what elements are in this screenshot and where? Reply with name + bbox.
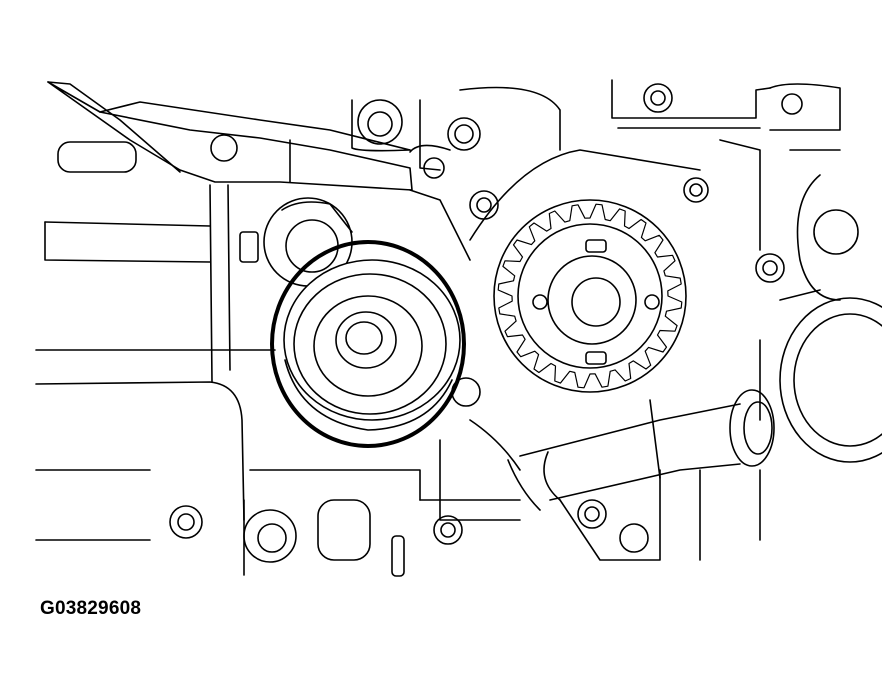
upper-left-bracket: [47, 81, 413, 191]
figure-code: G03829608: [40, 598, 142, 619]
right-pulley: [759, 289, 882, 463]
tensioner-pulley-highlight: [270, 240, 466, 448]
upper-right-cover: [611, 79, 859, 301]
sprocket-tooth-profile: [497, 203, 683, 389]
lower-block: [35, 469, 761, 577]
left-block-edges: [35, 141, 276, 521]
camshaft-sprocket: [469, 149, 701, 393]
sprocket-teeth: [497, 203, 683, 389]
coolant-pipe: [507, 389, 775, 511]
central-housing: [351, 86, 561, 545]
